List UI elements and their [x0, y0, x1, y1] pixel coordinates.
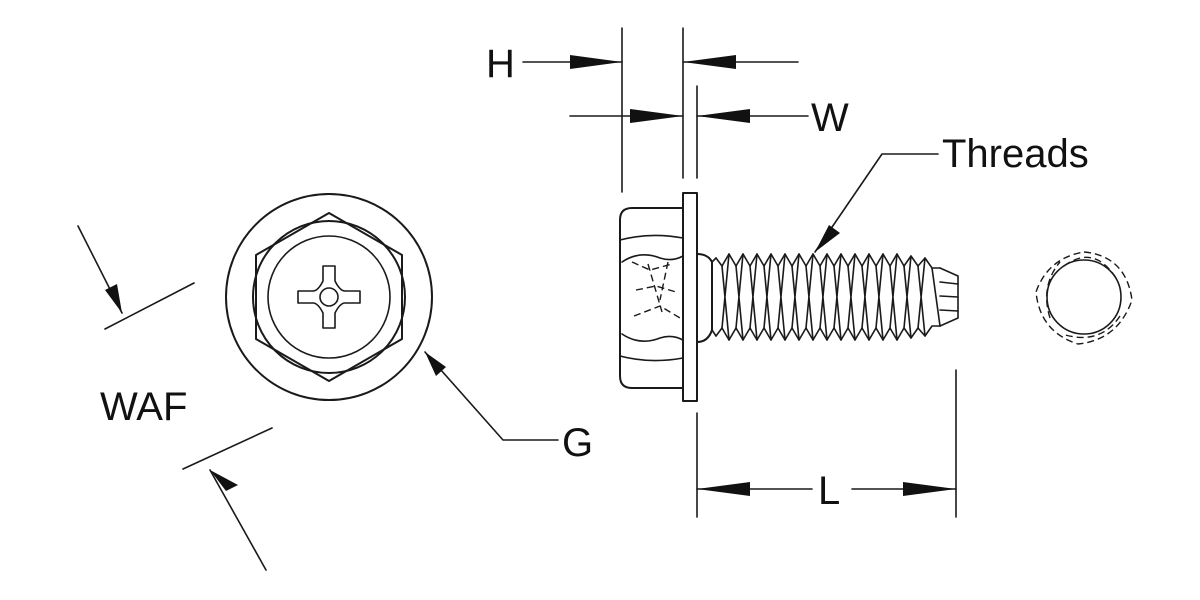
l-label: L: [818, 469, 840, 513]
w-arrow-left: [630, 109, 683, 123]
l-arrow-right: [903, 482, 956, 496]
waf-label: WAF: [100, 385, 187, 429]
hex-head-side: [619, 207, 684, 389]
h-dimension: H: [486, 27, 799, 193]
phillips-recess-icon: [297, 265, 361, 329]
thread-end-view: [1035, 251, 1133, 345]
threads-arrow: [815, 225, 840, 252]
trilobular-dashed-outline: [1035, 251, 1133, 345]
head-dome-circle: [252, 220, 406, 374]
threads-callout: Threads: [814, 132, 1089, 253]
waf-dimension: WAF: [77, 225, 273, 571]
g-arrow: [425, 352, 446, 376]
w-label: W: [811, 96, 849, 140]
head-inner-circle: [267, 235, 391, 359]
l-arrow-left: [697, 482, 750, 496]
w-arrow-right: [697, 109, 750, 123]
washer-outer-circle: [225, 193, 433, 401]
waf-arrow-top: [105, 284, 122, 313]
h-arrow-left: [570, 55, 622, 69]
threads-label: Threads: [942, 132, 1089, 176]
hex-head-outline: [255, 212, 403, 382]
g-label: G: [562, 421, 593, 465]
trilobular-dashed-inner: [1046, 256, 1121, 339]
head-front-view: [225, 193, 433, 401]
h-label: H: [486, 42, 515, 86]
l-dimension: L: [696, 369, 957, 518]
thread-flanks: [721, 253, 941, 341]
waf-arrow-bottom: [210, 470, 238, 491]
end-view-circle: [1046, 259, 1122, 335]
washer-flange: [682, 192, 698, 402]
screw-side-view: [619, 192, 959, 402]
h-arrow-right: [683, 55, 736, 69]
phillips-center: [319, 287, 339, 307]
g-dimension: G: [424, 351, 593, 465]
w-dimension: W: [569, 85, 849, 179]
hidden-recess: [631, 261, 681, 319]
